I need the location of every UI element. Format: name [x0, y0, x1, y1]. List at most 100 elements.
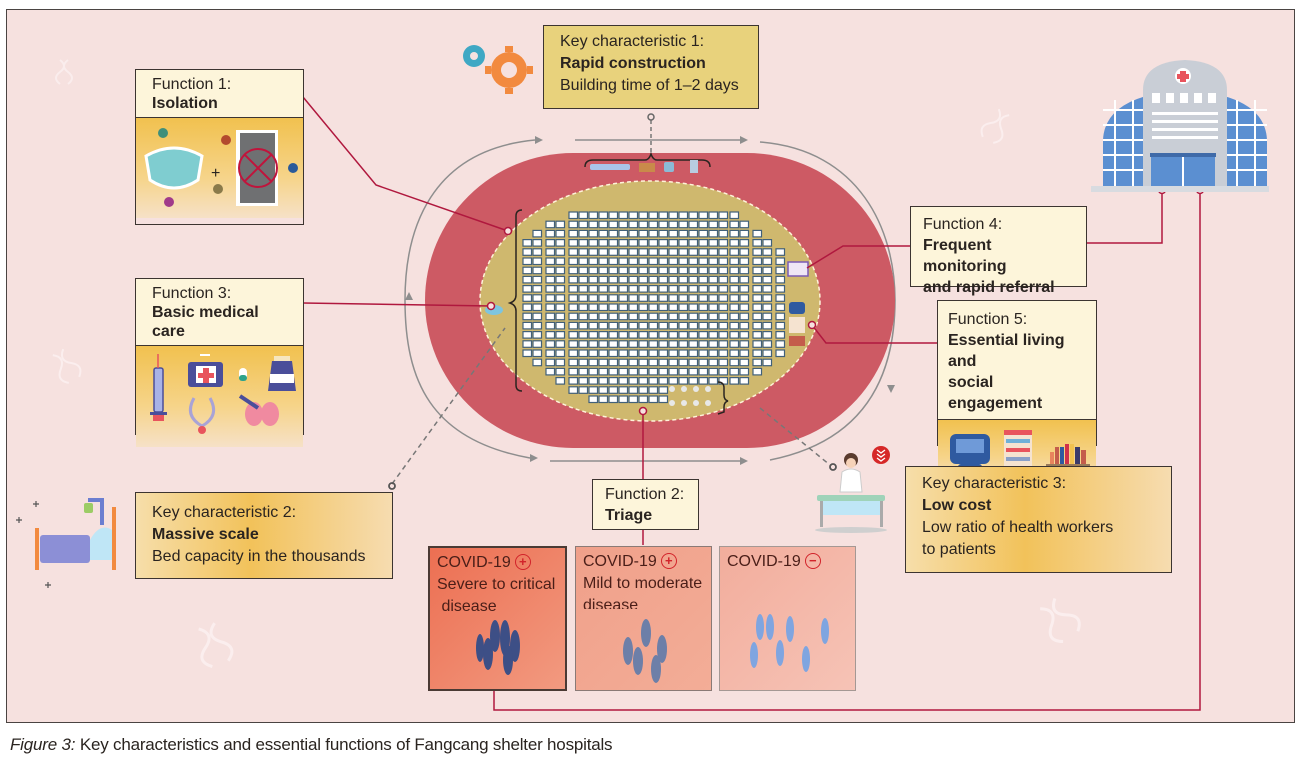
- bed-icon: [588, 349, 599, 358]
- kc3-label: Key characteristic 3:: [922, 475, 1067, 492]
- dna-icon: [1040, 597, 1081, 644]
- bed-icon: [638, 229, 649, 238]
- bed-icon: [729, 248, 740, 256]
- bed-icon: [578, 239, 589, 247]
- bed-icon: [739, 266, 750, 275]
- bed-icon: [598, 266, 609, 275]
- bed-icon: [532, 266, 543, 275]
- bed-icon: [568, 303, 579, 312]
- function-2-label: Function 2:: [605, 486, 685, 503]
- bed-icon: [638, 331, 649, 339]
- bed-icon: [648, 275, 659, 284]
- function-4-box: Function 4: Frequent monitoring and rapi…: [910, 206, 1087, 296]
- bed-icon: [568, 239, 579, 247]
- dna-icon: [980, 108, 1010, 144]
- bed-icon: [708, 294, 719, 302]
- bed-icon: [729, 349, 740, 358]
- dna-icon: [55, 59, 73, 85]
- bed-icon: [618, 220, 629, 229]
- bed-icon: [588, 229, 599, 238]
- bed-icon: [555, 340, 566, 348]
- bed-icon: [708, 275, 719, 284]
- bed-icon: [648, 395, 659, 404]
- function-4-title-line2: and rapid referral: [923, 279, 1055, 296]
- bed-icon: [545, 349, 556, 358]
- bed-icon: [729, 239, 740, 247]
- bed-icon: [775, 275, 786, 284]
- bed-icon: [658, 377, 669, 385]
- bed-icon: [698, 294, 709, 302]
- bed-icon: [545, 248, 556, 256]
- bed-icon: [718, 229, 729, 238]
- bed-icon: [678, 239, 689, 247]
- bed-icon: [532, 248, 543, 256]
- bed-icon: [588, 248, 599, 256]
- bed-icon: [578, 321, 589, 330]
- bed-icon: [568, 377, 579, 385]
- bed-icon: [598, 340, 609, 348]
- bed-icon: [532, 239, 543, 247]
- bed-icon: [608, 367, 619, 376]
- bed-icon: [638, 285, 649, 293]
- bed-icon: [708, 377, 719, 385]
- bed-icon: [618, 229, 629, 238]
- bed-icon: [718, 220, 729, 229]
- bed-icon: [522, 340, 533, 348]
- bed-icon: [678, 248, 689, 256]
- bed-icon: [752, 229, 763, 238]
- monitoring-station-icon: [787, 261, 809, 277]
- bed-icon: [568, 275, 579, 284]
- bed-icon: [648, 248, 659, 256]
- bed-icon: [688, 275, 699, 284]
- no-entry-door-icon: [236, 130, 278, 206]
- bed-icon: [532, 349, 543, 358]
- bed-icon: [668, 229, 679, 238]
- bed-icon: [568, 211, 579, 220]
- function-1-label: Function 1:: [152, 76, 232, 93]
- bed-icon: [688, 211, 699, 220]
- bed-icon: [578, 331, 589, 339]
- bed-icon: [618, 294, 629, 302]
- key-characteristic-3: Key characteristic 3: Low cost Low ratio…: [905, 466, 1172, 573]
- bed-icon: [678, 377, 689, 385]
- bed-icon: [678, 229, 689, 238]
- bed-icon: [628, 386, 639, 394]
- bed-icon: [678, 331, 689, 339]
- bed-icon: [729, 303, 740, 312]
- function-5-box: Function 5: Essential living and social …: [937, 300, 1097, 483]
- bed-icon: [729, 331, 740, 339]
- bed-icon: [578, 285, 589, 293]
- bed-icon: [638, 321, 649, 330]
- bed-icon: [618, 349, 629, 358]
- bed-icon: [588, 294, 599, 302]
- bed-icon: [668, 257, 679, 266]
- bed-icon: [608, 331, 619, 339]
- bed-icon: [522, 275, 533, 284]
- bed-icon: [628, 275, 639, 284]
- bed-icon: [618, 340, 629, 348]
- bed-icon: [568, 257, 579, 266]
- bed-icon: [708, 303, 719, 312]
- bed-icon: [608, 229, 619, 238]
- bed-icon: [718, 331, 729, 339]
- bed-icon: [708, 331, 719, 339]
- bed-icon: [568, 294, 579, 302]
- first-aid-kit-icon: [188, 354, 223, 387]
- bed-icon: [708, 349, 719, 358]
- bed-icon: [648, 303, 659, 312]
- severe-description-line1: Severe to critical: [437, 576, 556, 593]
- bed-icon: [678, 358, 689, 367]
- bed-icon: [668, 248, 679, 256]
- bed-icon: [718, 303, 729, 312]
- bed-icon: [638, 377, 649, 385]
- function-3-header: Function 3: Basic medical care: [136, 279, 303, 346]
- bed-icon: [775, 248, 786, 256]
- bed-icon: [638, 248, 649, 256]
- bed-icon: [578, 220, 589, 229]
- bed-icon: [688, 321, 699, 330]
- bed-icon: [678, 220, 689, 229]
- bed-icon: [718, 211, 729, 220]
- bed-icon: [708, 321, 719, 330]
- function-2-title: Triage: [605, 507, 653, 524]
- bed-icon: [708, 358, 719, 367]
